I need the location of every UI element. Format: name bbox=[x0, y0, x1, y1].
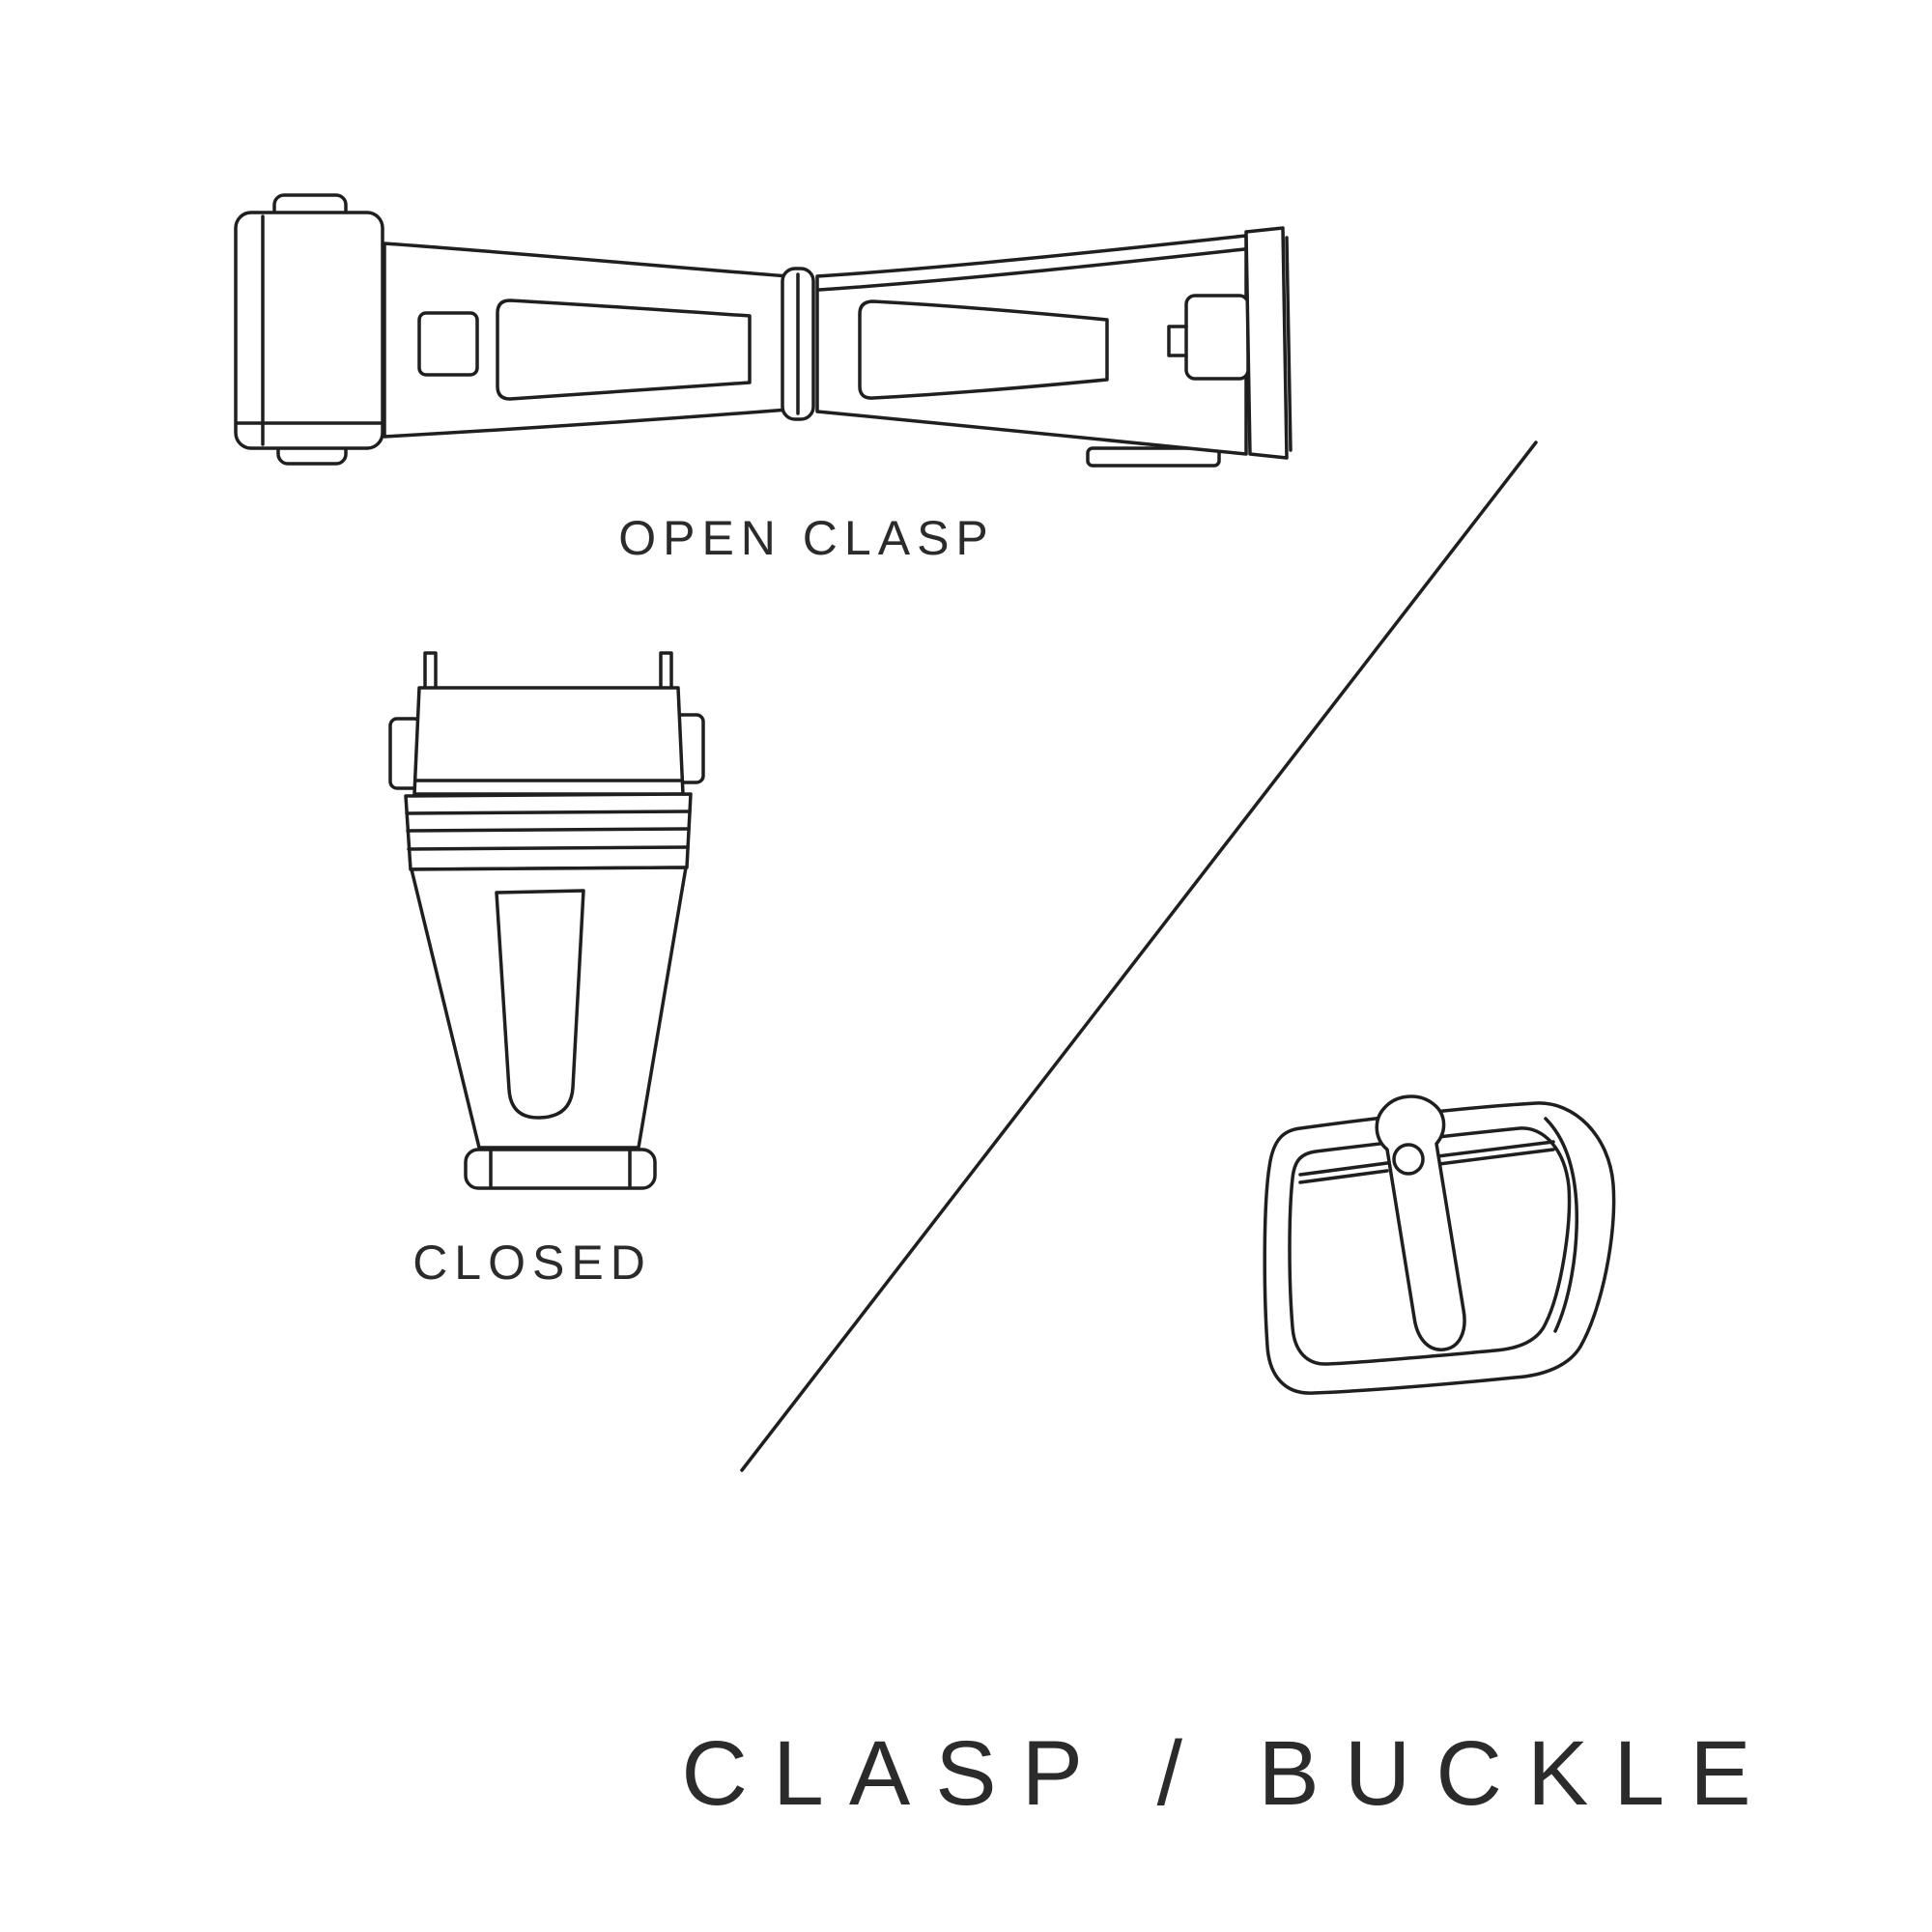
closed-clasp-illustration bbox=[388, 651, 705, 1190]
open-clasp-label: OPEN CLASP bbox=[618, 511, 995, 565]
buckle-illustration bbox=[1263, 1094, 1616, 1395]
open-clasp-illustration bbox=[234, 193, 1293, 468]
closed-clasp-label: CLOSED bbox=[412, 1236, 652, 1290]
diagonal-divider-line bbox=[740, 440, 1538, 1472]
diagram-title: CLASP / BUCKLE bbox=[681, 1722, 1776, 1825]
